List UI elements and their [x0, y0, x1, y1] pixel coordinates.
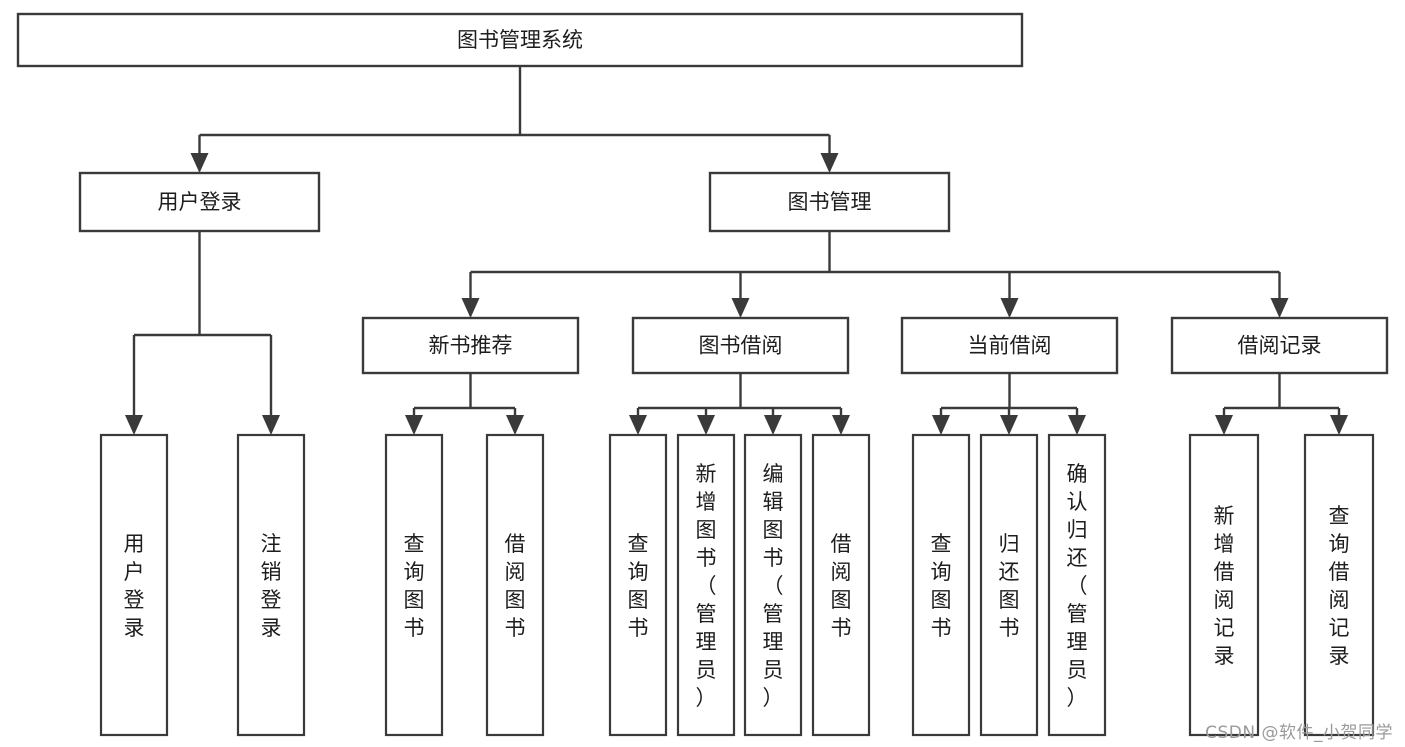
node-box-user-logout-leaf [236, 433, 306, 737]
node-layer: 图书管理系统用户登录图书管理用户登录注销登录新书推荐图书借阅当前借阅借阅记录查询… [16, 12, 1389, 737]
node-label-user-login: 用户登录 [158, 190, 242, 214]
node-label-return-book: 归还图书 [999, 532, 1020, 640]
node-label-query-book-2: 查询图书 [628, 532, 649, 640]
arrow-head-icon-query-book-3 [932, 415, 950, 435]
arrow-head-icon-confirm-return-admin [1068, 415, 1086, 435]
node-box-user-login [78, 171, 321, 233]
arrow-head-icon-edit-book-admin [764, 415, 782, 435]
node-query-book-1[interactable]: 查询图书 [384, 433, 444, 737]
arrow-head-icon-borrow-book-2 [832, 415, 850, 435]
node-label-borrow-record: 借阅记录 [1238, 334, 1322, 358]
node-box-user-login-leaf [99, 433, 169, 737]
node-user-login[interactable]: 用户登录 [78, 171, 321, 233]
node-box-root [16, 12, 1024, 68]
node-return-book[interactable]: 归还图书 [979, 433, 1039, 737]
node-label-add-borrow-record: 新增借阅记录 [1214, 504, 1235, 668]
arrow-head-icon-borrow-record [1270, 298, 1289, 318]
node-label-borrow-book-2: 借阅图书 [831, 532, 852, 640]
arrow-head-icon-book-management [820, 153, 839, 173]
node-box-new-book-recommend [361, 316, 580, 375]
node-borrow-book-2[interactable]: 借阅图书 [811, 433, 871, 737]
arrow-head-icon-current-borrow [1000, 298, 1019, 318]
node-box-query-book-1 [384, 433, 444, 737]
arrow-head-icon-query-book-1 [405, 415, 423, 435]
node-new-book-recommend[interactable]: 新书推荐 [361, 316, 580, 375]
arrow-head-icon-user-login-leaf [125, 415, 143, 435]
node-label-query-book-3: 查询图书 [931, 532, 952, 640]
arrow-head-icon-borrow-book-1 [506, 415, 524, 435]
node-label-user-logout-leaf: 注销登录 [261, 532, 282, 640]
node-box-query-book-3 [911, 433, 971, 737]
node-box-query-borrow-record [1303, 433, 1375, 737]
node-label-add-book-admin: 新增图书（管理员） [696, 462, 717, 710]
node-label-book-management: 图书管理 [788, 190, 872, 214]
node-label-new-book-recommend: 新书推荐 [429, 334, 513, 358]
node-borrow-record[interactable]: 借阅记录 [1170, 316, 1389, 375]
node-box-query-book-2 [608, 433, 668, 737]
node-query-book-3[interactable]: 查询图书 [911, 433, 971, 737]
node-confirm-return-admin[interactable]: 确认归还（管理员） [1047, 433, 1107, 737]
node-current-borrow[interactable]: 当前借阅 [900, 316, 1119, 375]
node-root[interactable]: 图书管理系统 [16, 12, 1024, 68]
csdn-watermark: CSDN @软件_小贺同学 [1205, 723, 1393, 743]
node-box-borrow-book-1 [485, 433, 545, 737]
node-user-logout-leaf[interactable]: 注销登录 [236, 433, 306, 737]
node-borrow-book-1[interactable]: 借阅图书 [485, 433, 545, 737]
node-label-book-borrow: 图书借阅 [699, 334, 783, 358]
node-box-borrow-book-2 [811, 433, 871, 737]
node-label-edit-book-admin: 编辑图书（管理员） [763, 462, 784, 710]
node-box-add-borrow-record [1188, 433, 1260, 737]
node-edit-book-admin[interactable]: 编辑图书（管理员） [743, 433, 803, 737]
node-label-borrow-book-1: 借阅图书 [505, 532, 526, 640]
arrow-head-icon-user-login [190, 153, 209, 173]
connector-layer [125, 66, 1348, 435]
node-box-edit-book-admin [743, 433, 803, 737]
node-box-book-borrow [631, 316, 850, 375]
node-box-borrow-record [1170, 316, 1389, 375]
node-box-confirm-return-admin [1047, 433, 1107, 737]
arrow-head-icon-add-book-admin [697, 415, 715, 435]
node-box-return-book [979, 433, 1039, 737]
arrow-head-icon-query-book-2 [629, 415, 647, 435]
node-user-login-leaf[interactable]: 用户登录 [99, 433, 169, 737]
arrow-head-icon-user-logout-leaf [262, 415, 280, 435]
node-query-book-2[interactable]: 查询图书 [608, 433, 668, 737]
node-label-user-login-leaf: 用户登录 [124, 532, 145, 640]
node-add-book-admin[interactable]: 新增图书（管理员） [676, 433, 736, 737]
arrow-head-icon-return-book [1000, 415, 1018, 435]
arrow-head-icon-query-borrow-record [1330, 415, 1348, 435]
node-query-borrow-record[interactable]: 查询借阅记录 [1303, 433, 1375, 737]
node-label-current-borrow: 当前借阅 [968, 334, 1052, 358]
node-add-borrow-record[interactable]: 新增借阅记录 [1188, 433, 1260, 737]
node-label-query-book-1: 查询图书 [404, 532, 425, 640]
node-book-management[interactable]: 图书管理 [708, 171, 951, 233]
node-box-book-management [708, 171, 951, 233]
node-label-root: 图书管理系统 [457, 28, 583, 52]
node-box-add-book-admin [676, 433, 736, 737]
arrow-head-icon-add-borrow-record [1215, 415, 1233, 435]
node-label-query-borrow-record: 查询借阅记录 [1329, 504, 1350, 668]
node-box-current-borrow [900, 316, 1119, 375]
arrow-head-icon-book-borrow [731, 298, 750, 318]
arrow-head-icon-new-book-recommend [461, 298, 480, 318]
node-label-confirm-return-admin: 确认归还（管理员） [1067, 462, 1088, 710]
node-book-borrow[interactable]: 图书借阅 [631, 316, 850, 375]
